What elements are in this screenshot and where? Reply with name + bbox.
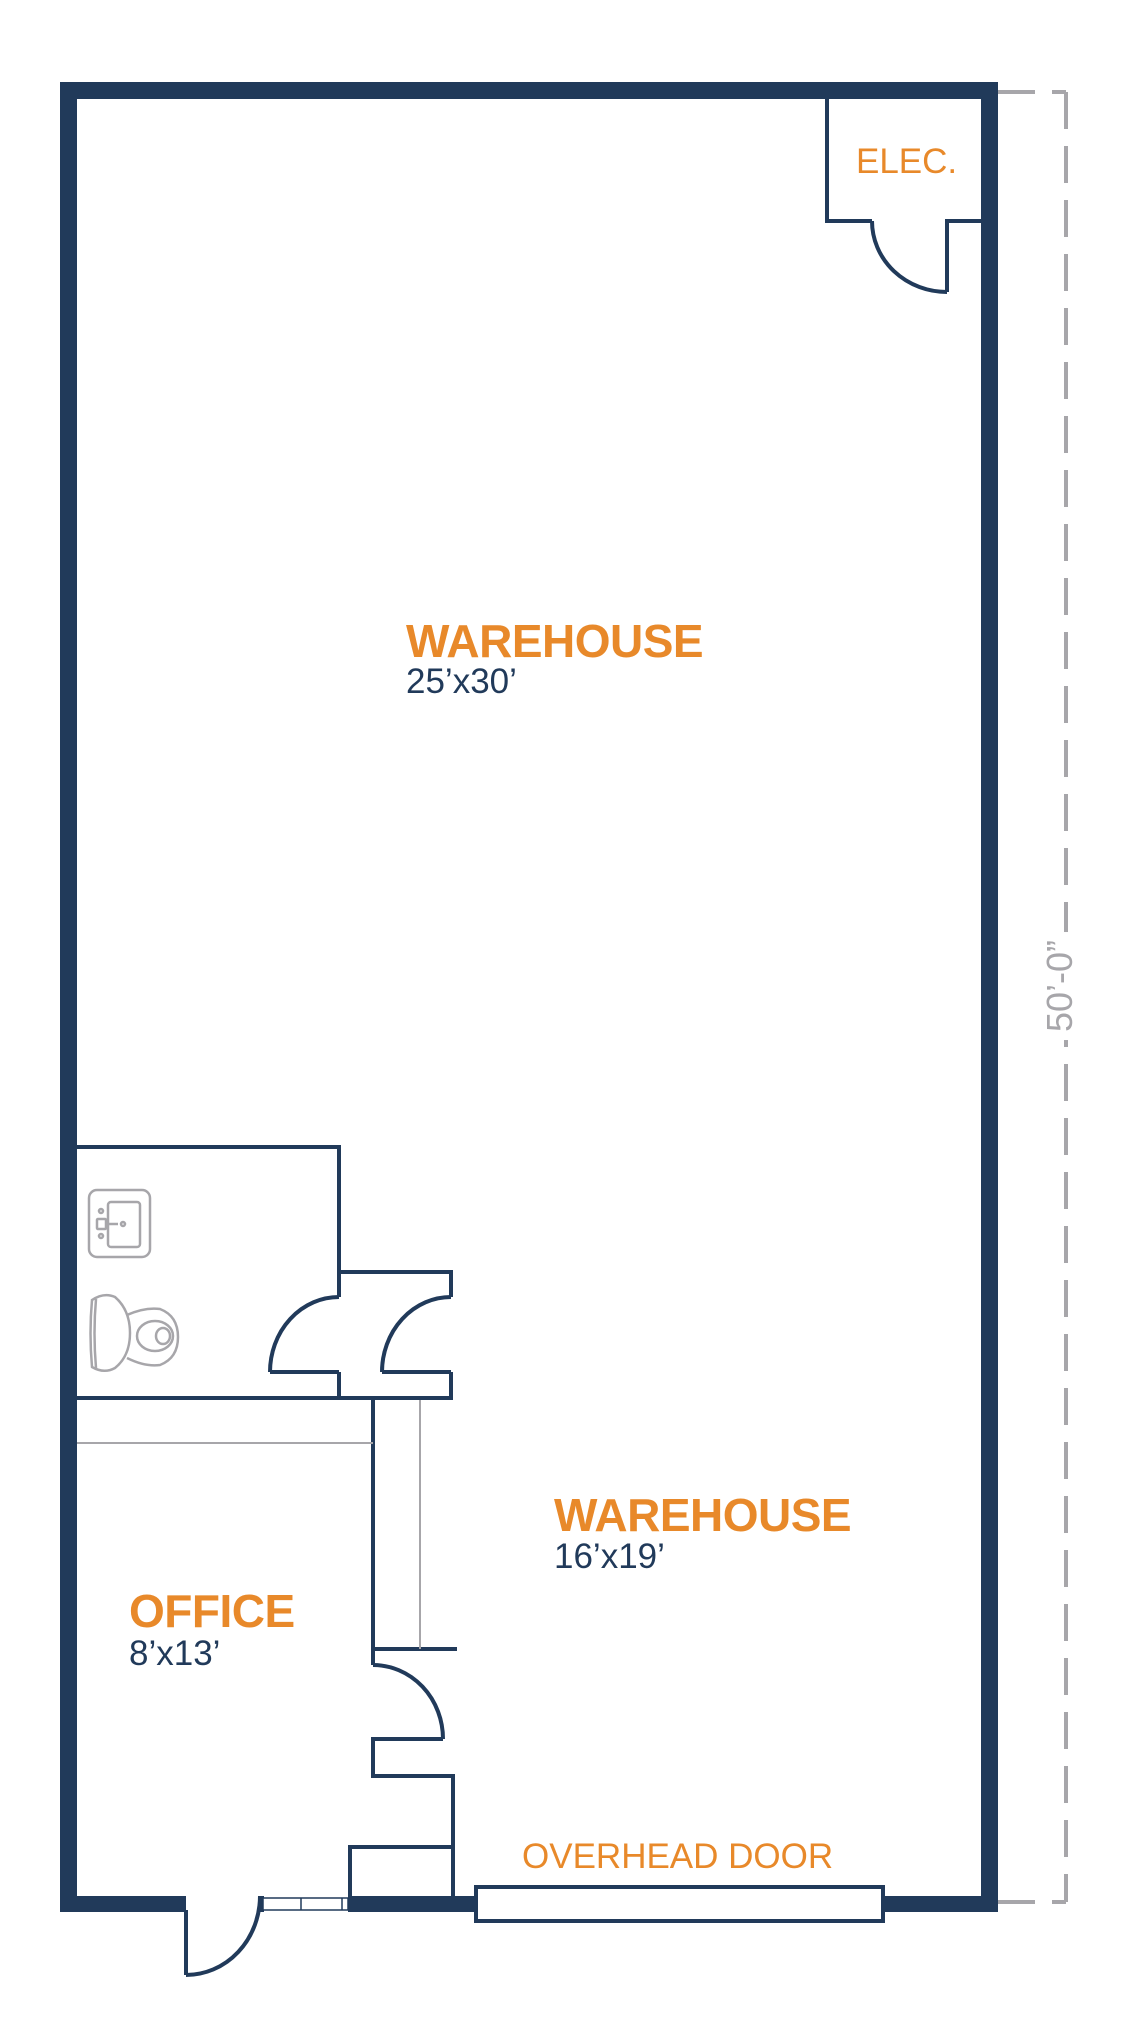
sink-icon (87, 1188, 152, 1259)
room-dimensions-warehouse-main: 25’x30’ (406, 662, 517, 701)
office-door-swing (372, 1663, 445, 1740)
front-window (262, 1897, 349, 1911)
overhead-door (474, 1885, 885, 1923)
room-label-elec: ELEC. (856, 142, 958, 181)
overall-dimension-line (998, 90, 1068, 1904)
room-dimensions-office: 8’x13’ (129, 1634, 221, 1673)
room-label-office: OFFICE (129, 1585, 295, 1637)
finish-lines (77, 1400, 421, 1649)
vestibule-door-swing (380, 1295, 452, 1373)
overhead-door-label: OVERHEAD DOOR (522, 1837, 834, 1876)
interior-door-swings (268, 220, 948, 1740)
elec-door-swing (870, 220, 948, 294)
room-label-warehouse-secondary: WAREHOUSE (554, 1489, 852, 1541)
front-entry-door (184, 1895, 262, 1977)
overall-dimension-label: 50’-0” (1039, 931, 1080, 1041)
room-label-warehouse-main: WAREHOUSE (406, 615, 704, 667)
restroom-door-swing (268, 1295, 340, 1373)
interior-walls (77, 99, 981, 1898)
room-dimensions-warehouse-secondary: 16’x19’ (554, 1537, 665, 1576)
toilet-icon (89, 1293, 180, 1372)
